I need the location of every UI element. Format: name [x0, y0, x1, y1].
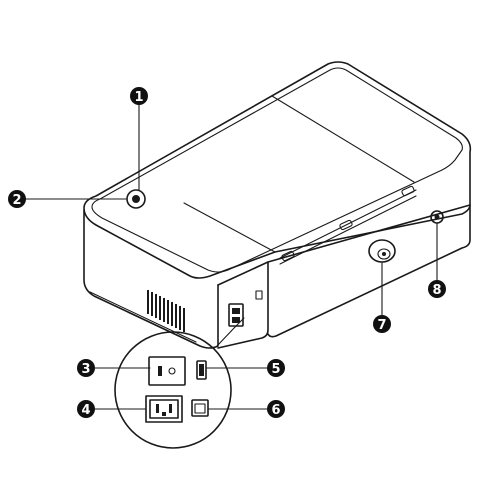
svg-text:8: 8	[432, 283, 441, 298]
svg-text:5: 5	[271, 362, 280, 377]
callout-badge-8: 8	[428, 280, 446, 298]
svg-text:4: 4	[81, 403, 90, 418]
svg-text:1: 1	[134, 90, 143, 105]
power-switch-icon	[148, 356, 186, 386]
leader-lines	[25, 103, 438, 410]
callout-badge-3: 3	[77, 359, 95, 377]
callout-badge-1: 1	[130, 87, 148, 105]
svg-text:3: 3	[81, 362, 90, 377]
power-button-icon	[126, 189, 146, 209]
vent-grille	[147, 290, 185, 332]
usb-port-icon	[196, 360, 207, 380]
ethernet-port-icon	[191, 399, 209, 417]
svg-text:6: 6	[271, 403, 280, 418]
callout-badge-2: 2	[8, 190, 26, 208]
svg-text:7: 7	[377, 318, 386, 333]
callout-badge-7: 7	[373, 315, 391, 333]
callout-badge-4: 4	[77, 400, 95, 418]
side-round-port-icon	[368, 239, 396, 263]
device-body	[83, 61, 472, 349]
ac-inlet-icon	[145, 395, 183, 423]
port-detail-magnifier	[114, 317, 245, 449]
end-connector-icon	[430, 210, 444, 224]
svg-text:2: 2	[12, 193, 21, 208]
callout-badge-5: 5	[267, 359, 285, 377]
callout-badge-6: 6	[267, 400, 285, 418]
